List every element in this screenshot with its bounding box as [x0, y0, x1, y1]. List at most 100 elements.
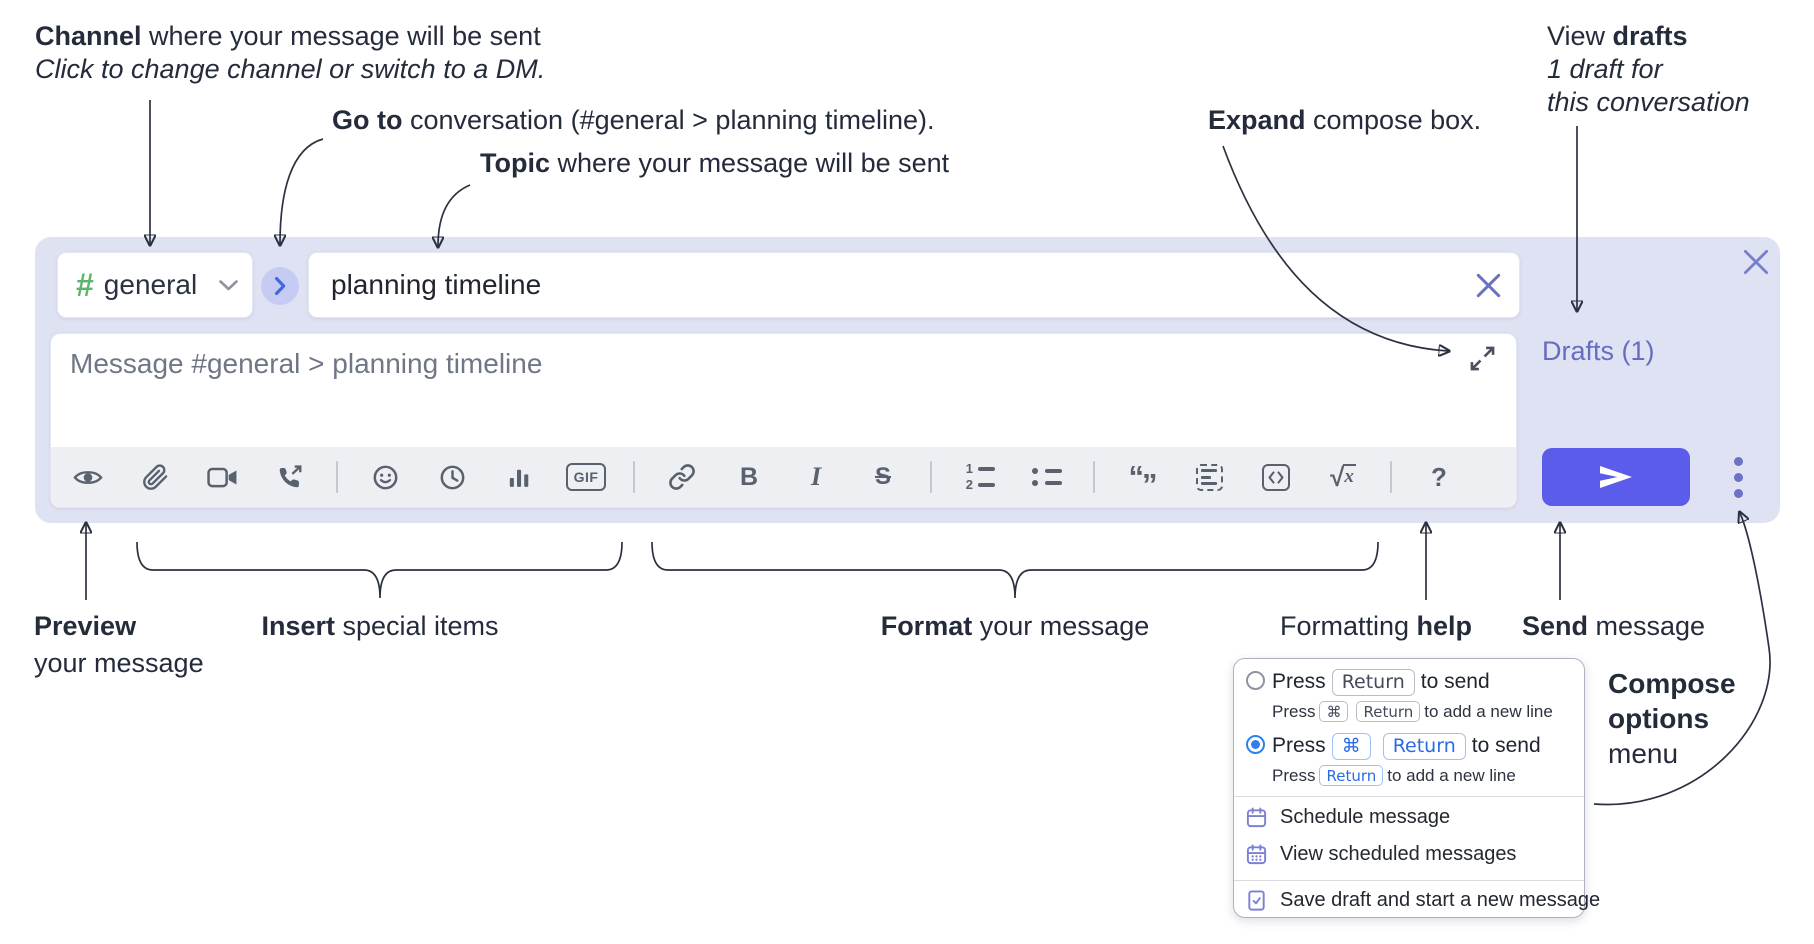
format-annotation: Format your message	[880, 611, 1150, 641]
channel-annotation-line2: Click to change channel or switch to a D…	[35, 54, 546, 84]
formatting-help-annotation: Formatting help	[1279, 611, 1473, 641]
toolbar-divider	[633, 461, 635, 493]
message-input[interactable]: Message #general > planning timeline	[70, 348, 543, 379]
preview-annotation: Preview your message	[34, 611, 204, 678]
compose-options-button[interactable]	[1718, 451, 1758, 503]
send-button[interactable]	[1542, 448, 1690, 506]
return-key-chip: Return	[1356, 701, 1421, 722]
option-return-subtext: Press ⌘ Return to add a new line	[1272, 701, 1553, 722]
bar-chart-icon	[509, 469, 529, 487]
phone-forward-icon	[279, 464, 301, 487]
record-video-button[interactable]	[202, 455, 242, 499]
formatting-help-button[interactable]: ?	[1419, 455, 1459, 499]
cmd-key-chip: ⌘	[1331, 732, 1371, 760]
bulleted-list-button[interactable]	[1026, 455, 1066, 499]
drafts-link[interactable]: Drafts (1)	[1542, 336, 1655, 366]
topic-annotation: Topic where your message will be sent	[480, 148, 950, 178]
close-icon	[1743, 249, 1769, 275]
video-camera-icon	[206, 467, 236, 487]
italic-icon: I	[810, 462, 822, 491]
expand-icon	[1470, 346, 1495, 371]
ordered-list-button[interactable]: 1 2	[959, 455, 999, 499]
paperclip-icon	[142, 463, 167, 490]
gif-icon: GIF	[566, 463, 606, 491]
strikethrough-icon: S	[874, 463, 891, 490]
insert-annotation: Insert special items	[261, 611, 499, 641]
return-key-chip: Return	[1331, 668, 1415, 696]
format-brace	[651, 541, 1379, 599]
menu-divider	[1234, 796, 1584, 797]
clear-topic-button[interactable]	[1476, 273, 1501, 298]
return-key-chip: Return	[1319, 765, 1384, 786]
send-icon	[1600, 466, 1632, 488]
bulleted-list-icon	[1030, 468, 1062, 486]
close-icon	[1476, 273, 1501, 298]
bold-button[interactable]: B	[729, 455, 769, 499]
eye-icon	[73, 470, 103, 484]
menu-item-view-scheduled-messages[interactable]: View scheduled messages	[1245, 843, 1516, 866]
cmd-key-chip: ⌘	[1319, 701, 1349, 722]
italic-button[interactable]: I	[796, 455, 836, 499]
chevron-down-icon	[219, 279, 238, 291]
channel-hash-icon: #	[76, 266, 94, 303]
toolbar-divider	[930, 461, 932, 493]
radio-cmd-return-to-send-selected[interactable]	[1246, 735, 1265, 754]
toolbar-divider	[336, 461, 338, 493]
preview-button[interactable]	[68, 455, 108, 499]
option-return-to-send[interactable]: Press Return to send	[1272, 667, 1490, 697]
radio-return-to-send[interactable]	[1246, 671, 1265, 690]
gif-button[interactable]: GIF	[566, 455, 606, 499]
expand-annotation: Expand compose box.	[1208, 105, 1482, 135]
blockquote-icon: “ ”	[1128, 459, 1158, 502]
chevron-right-icon	[274, 277, 285, 295]
send-annotation: Send message	[1522, 611, 1706, 641]
compose-panel: # general Drafts (1) Message #general > …	[35, 237, 1780, 523]
insert-link-button[interactable]	[662, 455, 702, 499]
sqrt-icon: √ x	[1330, 462, 1356, 492]
code-block-button[interactable]	[1189, 455, 1229, 499]
draft-check-icon	[1248, 890, 1265, 911]
toolbar-divider	[1390, 461, 1392, 493]
option-cmd-return-to-send[interactable]: Press ⌘ Return to send	[1272, 731, 1541, 761]
recent-items-button[interactable]	[432, 455, 472, 499]
channel-annotation-bold: Channel	[35, 21, 142, 51]
close-compose-button[interactable]	[1743, 249, 1769, 275]
create-poll-button[interactable]	[499, 455, 539, 499]
emoji-button[interactable]	[365, 455, 405, 499]
clock-icon	[440, 465, 464, 489]
compose-options-menu: Press Return to send Press ⌘ Return to a…	[1233, 658, 1600, 918]
question-mark-icon: ?	[1431, 461, 1447, 492]
audio-call-button[interactable]	[269, 455, 309, 499]
bold-icon: B	[739, 462, 759, 491]
inline-code-button[interactable]	[1256, 455, 1296, 499]
expand-compose-button[interactable]	[1469, 345, 1496, 372]
insert-brace	[136, 541, 623, 599]
view-drafts-annotation: View drafts 1 draft for this conversatio…	[1547, 21, 1750, 117]
code-block-icon	[1195, 463, 1223, 491]
message-compose-area: Message #general > planning timeline	[50, 333, 1517, 508]
calendar-icon	[1246, 807, 1267, 828]
goto-connector-line	[280, 138, 324, 244]
compose-options-annotation: Compose options menu	[1608, 668, 1736, 769]
strikethrough-button[interactable]: S	[863, 455, 903, 499]
goto-annotation: Go to conversation (#general > planning …	[332, 105, 935, 135]
goto-conversation-button[interactable]	[261, 267, 299, 305]
topic-input[interactable]	[309, 253, 1519, 317]
menu-item-save-draft-new-message[interactable]: Save draft and start a new message	[1245, 889, 1600, 912]
math-button[interactable]: √ x	[1323, 455, 1363, 499]
code-icon	[1262, 463, 1290, 491]
blockquote-button[interactable]: “ ”	[1122, 455, 1162, 502]
topic-field	[308, 252, 1520, 318]
attach-file-button[interactable]	[135, 455, 175, 499]
menu-divider	[1234, 880, 1584, 881]
channel-name: general	[103, 269, 198, 300]
toolbar-divider	[1093, 461, 1095, 493]
ordered-list-icon: 1 2	[963, 462, 995, 491]
option-cmd-return-subtext: Press Return to add a new line	[1272, 765, 1516, 786]
emoji-smile-icon	[373, 465, 397, 489]
menu-item-schedule-message[interactable]: Schedule message	[1245, 806, 1450, 829]
compose-toolbar: GIF B I	[51, 447, 1516, 507]
channel-selector[interactable]: # general	[57, 252, 253, 318]
link-icon	[669, 464, 695, 490]
calendar-dots-icon	[1246, 844, 1267, 865]
